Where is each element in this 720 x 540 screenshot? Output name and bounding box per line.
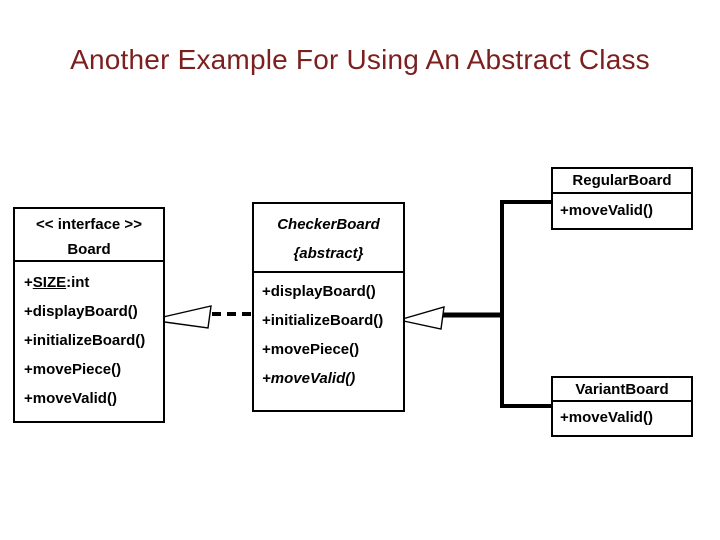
checkerboard-method-displayboard: +displayBoard() (262, 283, 376, 300)
attribute-suffix: :int (66, 274, 90, 291)
uml-class-variantboard: VariantBoard +moveValid() (551, 376, 693, 437)
board-class-name: Board (67, 241, 111, 258)
interface-stereotype: << interface >> (36, 216, 142, 233)
abstract-modifier: {abstract} (293, 245, 364, 262)
checkerboard-header: CheckerBoard {abstract} (254, 204, 403, 273)
board-attribute-size: +SIZE:int (24, 268, 163, 297)
regularboard-members: +moveValid() (553, 194, 691, 227)
variantboard-header: VariantBoard (553, 378, 691, 402)
checkerboard-members: +displayBoard() +initializeBoard() +move… (254, 273, 403, 393)
uml-class-regularboard: RegularBoard +moveValid() (551, 167, 693, 230)
board-method-initializeboard: +initializeBoard() (24, 332, 146, 349)
board-header: << interface >> Board (15, 209, 163, 262)
checkerboard-method-initializeboard: +initializeBoard() (262, 312, 384, 329)
board-method-movevalid: +moveValid() (24, 390, 117, 407)
checkerboard-abstract-method-movevalid: +moveValid() (262, 370, 356, 387)
uml-class-board: << interface >> Board +SIZE:int +display… (13, 207, 165, 423)
checkerboard-method-movepiece: +movePiece() (262, 341, 360, 358)
board-members: +SIZE:int +displayBoard() +initializeBoa… (15, 262, 163, 413)
variantboard-class-name: VariantBoard (575, 381, 669, 398)
board-method-displayboard: +displayBoard() (24, 303, 138, 320)
slide-title: Another Example For Using An Abstract Cl… (70, 44, 650, 75)
variantboard-members: +moveValid() (553, 402, 691, 434)
attribute-prefix: + (24, 274, 33, 291)
variantboard-method-movevalid: +moveValid() (560, 409, 653, 426)
board-method-movepiece: +movePiece() (24, 361, 122, 378)
regularboard-method-movevalid: +moveValid() (560, 202, 653, 219)
uml-class-checkerboard: CheckerBoard {abstract} +displayBoard() … (252, 202, 405, 412)
attribute-underlined: SIZE (32, 274, 67, 291)
checkerboard-class-name: CheckerBoard (277, 216, 380, 233)
regularboard-header: RegularBoard (553, 169, 691, 194)
generalization-arrowhead-icon (398, 306, 445, 330)
regularboard-class-name: RegularBoard (572, 172, 672, 189)
